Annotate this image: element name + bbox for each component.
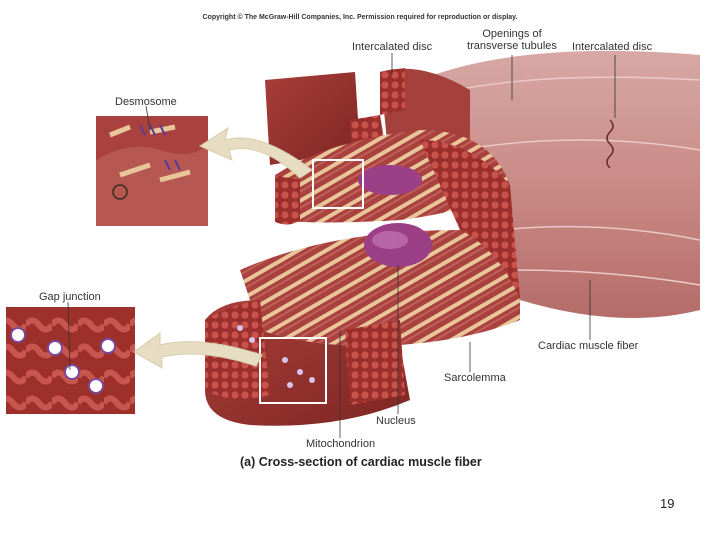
connexon-icon: [88, 378, 104, 394]
label-intercalated-disc-right: Intercalated disc: [572, 41, 653, 53]
label-desmosome: Desmosome: [115, 96, 177, 108]
gap-junction-highlight-box: [259, 337, 327, 404]
gap-junction-callout-arrow: [133, 332, 263, 369]
connexon-icon: [100, 338, 116, 354]
label-sarcolemma: Sarcolemma: [444, 372, 506, 384]
label-openings-line2: transverse tubules: [467, 40, 557, 52]
connexon-icon: [64, 364, 80, 380]
label-nucleus: Nucleus: [376, 415, 416, 427]
copyright-notice: Copyright © The McGraw-Hill Companies, I…: [202, 14, 518, 21]
label-mitochondrion: Mitochondrion: [306, 438, 376, 450]
connexon-icon: [47, 340, 63, 356]
label-intercalated-disc-left: Intercalated disc: [352, 41, 433, 53]
label-openings-of-transverse-tubules: Openings of transverse tubules: [460, 28, 564, 52]
page-number: 19: [660, 496, 675, 511]
label-cardiac-muscle-fiber: Cardiac muscle fiber: [538, 340, 639, 352]
desmosome-inset: [96, 116, 208, 226]
figure-caption: (a) Cross-section of cardiac muscle fibe…: [240, 455, 482, 469]
label-openings-line1: Openings of: [482, 28, 542, 40]
gap-junction-inset: [6, 307, 135, 414]
desmosome-highlight-box: [312, 159, 364, 209]
label-gap-junction: Gap junction: [39, 291, 101, 303]
connexon-icon: [10, 327, 26, 343]
cross-section-fiber: [205, 140, 520, 426]
desmosome-callout-arrow: [198, 126, 313, 179]
leader-lines: [67, 53, 616, 438]
upper-nucleus: [358, 165, 422, 195]
